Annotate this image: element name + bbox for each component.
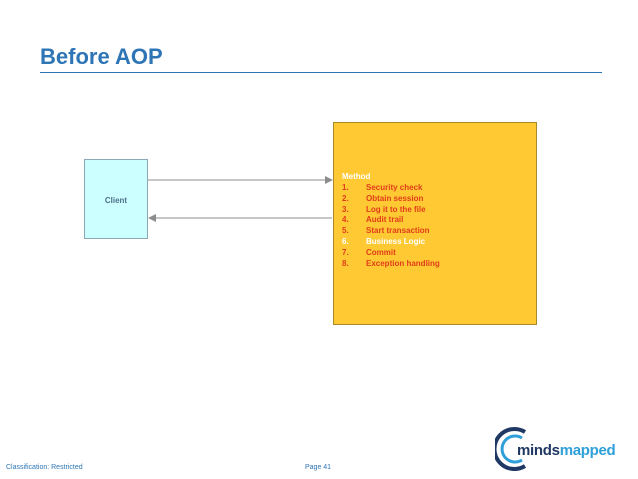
method-step: 8. Exception handling: [342, 259, 440, 270]
logo-text-mapped: mapped: [559, 442, 616, 459]
logo-text-minds: minds: [517, 442, 560, 459]
step-number: 2.: [342, 193, 349, 203]
method-step: 7. Commit: [342, 248, 440, 259]
logo-wordmark: mindsmapped: [517, 442, 616, 459]
step-number: 6.: [342, 236, 349, 246]
method-step: 4. Audit trail: [342, 215, 440, 226]
client-box: Client: [84, 159, 148, 239]
classification-label: Classification: Restricted: [6, 464, 83, 471]
step-text: Commit: [366, 247, 396, 257]
step-text: Start transaction: [366, 226, 430, 236]
method-step: 1. Security check: [342, 183, 440, 194]
step-number: 4.: [342, 215, 349, 225]
method-step-highlighted: 6. Business Logic: [342, 237, 440, 248]
title-underline: [40, 72, 602, 73]
slide-title: Before AOP: [40, 44, 163, 69]
step-text: Obtain session: [366, 193, 424, 203]
method-title: Method: [342, 172, 371, 181]
step-text: Exception handling: [366, 258, 440, 268]
client-label: Client: [104, 196, 128, 205]
step-text: Log it to the file: [366, 204, 426, 214]
step-number: 1.: [342, 183, 349, 192]
step-number: 8.: [342, 258, 349, 268]
step-text: Audit trail: [366, 215, 404, 225]
step-text: Business Logic: [366, 236, 426, 246]
method-step: 5. Start transaction: [342, 226, 440, 237]
logo-ring-icon: [495, 427, 527, 471]
step-number: 3.: [342, 204, 349, 214]
method-steps-list: 1. Security check 2. Obtain session 3. Log …: [342, 183, 440, 269]
step-number: 7.: [342, 247, 349, 257]
step-number: 5.: [342, 226, 349, 236]
mindsmapped-logo: mindsmapped: [495, 424, 633, 474]
method-box: Method 1. Security check 2. Obtain session…: [333, 122, 537, 325]
page-number: Page 41: [305, 464, 332, 471]
method-step: 3. Log it to the file: [342, 205, 440, 216]
method-step: 2. Obtain session: [342, 194, 440, 205]
step-text: Security check: [366, 183, 423, 192]
